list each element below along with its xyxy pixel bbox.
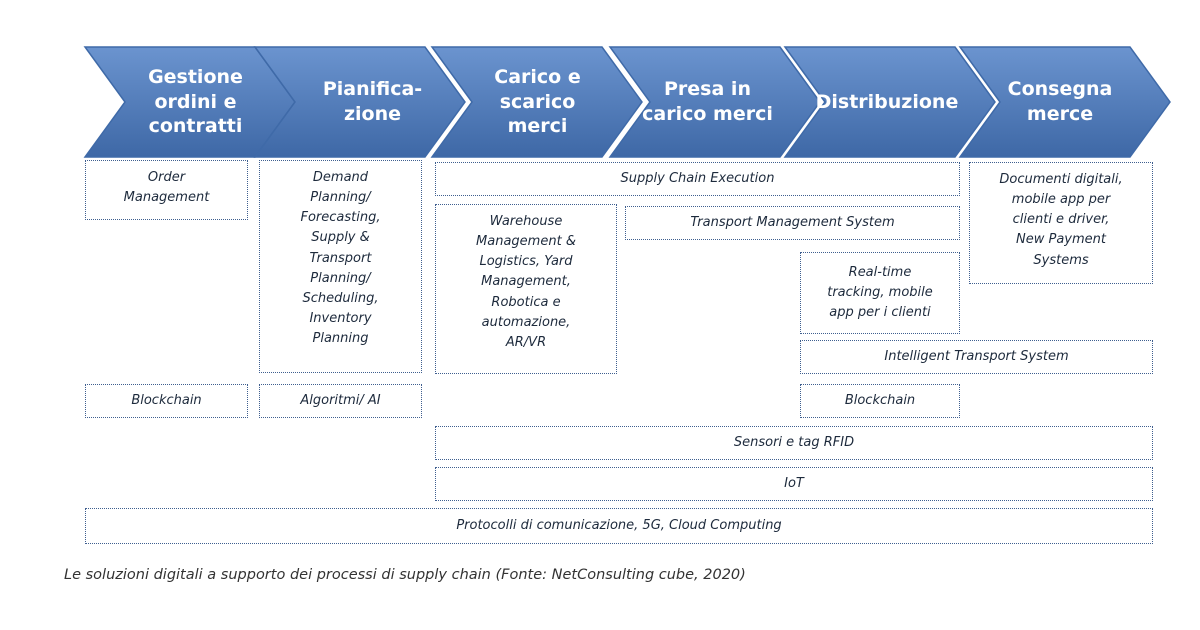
step-label-distribuzione: Distribuzione: [815, 90, 959, 113]
protocolli-box: Protocolli di comunicazione, 5G, Cloud C…: [85, 508, 1153, 544]
chevron-consegna: [958, 46, 1171, 158]
supply-chain-execution-box: Supply Chain Execution: [435, 162, 960, 196]
transport-management-system-box: Transport Management System: [625, 206, 960, 240]
documenti-digitali-box: Documenti digitali, mobile app per clien…: [969, 162, 1153, 284]
step-label-presa-in-carico: Presa in carico merci: [642, 78, 773, 125]
blockchain-left-box: Blockchain: [85, 384, 248, 418]
process-chevron-row: [83, 46, 1171, 158]
warehouse-management-box: Warehouse Management & Logistics, Yard M…: [435, 204, 617, 374]
step-label-consegna: Consegna merce: [1007, 78, 1113, 125]
supply-chain-diagram: Gestione ordini e contratti Pianifica- z…: [83, 46, 1171, 544]
iot-box: IoT: [435, 467, 1153, 501]
chevron-presa-in-carico: [608, 46, 821, 158]
order-management-box: Order Management: [85, 160, 248, 220]
real-time-tracking-box: Real-time tracking, mobile app per i cli…: [800, 252, 960, 334]
demand-planning-box: Demand Planning/ Forecasting, Supply & T…: [259, 160, 422, 373]
figure-caption: Le soluzioni digitali a supporto dei pro…: [64, 567, 746, 583]
sensori-rfid-box: Sensori e tag RFID: [435, 426, 1153, 460]
step-label-gestione: Gestione ordini e contratti: [148, 65, 243, 138]
step-label-carico-scarico: Carico e scarico merci: [494, 65, 581, 138]
chevron-pianificazione: [253, 46, 466, 158]
step-label-pianificazione: Pianifica- zione: [322, 78, 423, 125]
intelligent-transport-system-box: Intelligent Transport System: [800, 340, 1153, 374]
chevron-carico-scarico: [430, 46, 643, 158]
blockchain-right-box: Blockchain: [800, 384, 960, 418]
chevron-distribuzione: [783, 46, 996, 158]
algoritmi-ai-box: Algoritmi/ AI: [259, 384, 422, 418]
